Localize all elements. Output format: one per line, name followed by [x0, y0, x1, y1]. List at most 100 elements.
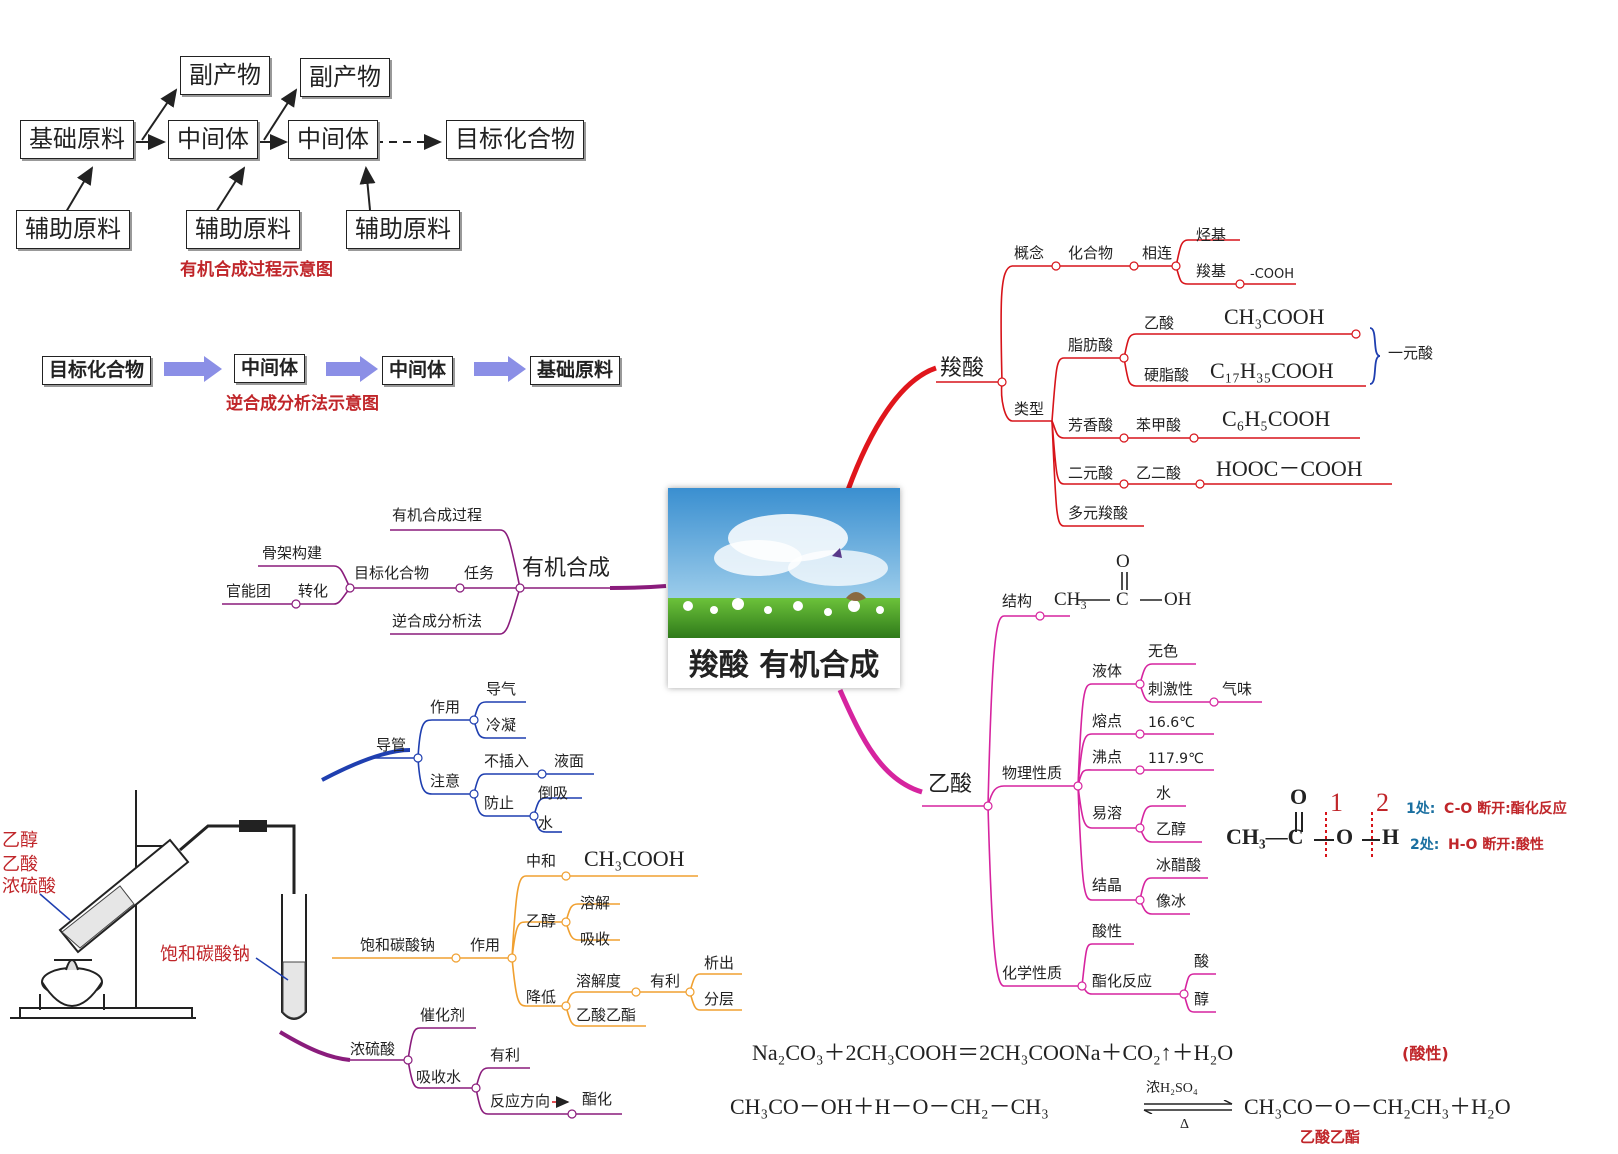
- node-water-2: 水: [538, 814, 554, 832]
- bond-mark-2: 2: [1376, 788, 1389, 817]
- center-topic-card: 羧酸 有机合成: [668, 488, 900, 688]
- label-acetic: 乙酸: [2, 854, 38, 875]
- node-polyacid: 多元羧酸: [1068, 504, 1129, 522]
- value-boiling-point: 117.9℃: [1148, 751, 1204, 767]
- node-functional-group: 官能团: [226, 582, 272, 600]
- struct-c: C: [1116, 589, 1129, 610]
- node-colorless: 无色: [1148, 642, 1179, 660]
- node-acetic-acid-type: 乙酸: [1144, 314, 1175, 332]
- node-tube: 导管: [376, 736, 407, 754]
- bond-h: H: [1382, 824, 1400, 849]
- retro-target: 目标化合物: [42, 356, 152, 385]
- box-intermediate-1: 中间体: [168, 120, 258, 159]
- process-arrows: [65, 88, 442, 213]
- node-favorable-2: 有利: [490, 1046, 521, 1064]
- sulfuric-nodes: [403, 1055, 577, 1119]
- node-attention: 注意: [430, 772, 461, 790]
- acetic-lines: [922, 615, 1262, 1013]
- branch-acetic: [837, 688, 923, 795]
- node-acidity: 酸性: [1092, 922, 1123, 940]
- box-base-material: 基础原料: [20, 120, 134, 159]
- node-sodium-carbonate: 饱和碳酸钠: [360, 936, 436, 954]
- label-sodium-carbonate: 饱和碳酸钠: [160, 944, 250, 965]
- node-synthesis-process: 有机合成过程: [392, 506, 483, 524]
- carboxylic-lines: [936, 239, 1392, 527]
- box-byproduct-1: 副产物: [180, 56, 270, 95]
- retro-arrows: [164, 356, 526, 382]
- node-chemical: 化学性质: [1002, 964, 1063, 982]
- node-melting-point: 熔点: [1092, 712, 1123, 730]
- equation-2-right: CH₃CO－O－CH₂CH₃＋H₂O: [1244, 1094, 1511, 1119]
- bond-mark-1: 1: [1330, 788, 1343, 817]
- center-title: 羧酸 有机合成: [688, 648, 880, 683]
- node-connected: 相连: [1142, 244, 1173, 262]
- formula-neutralize: CH₃COOH: [584, 846, 685, 871]
- node-pungent: 刺激性: [1148, 680, 1194, 698]
- node-absorb: 吸收: [580, 930, 611, 948]
- node-direction: 反应方向: [490, 1092, 551, 1110]
- node-liquid: 液体: [1092, 662, 1123, 680]
- equation-1-note: (酸性): [1402, 1044, 1449, 1063]
- node-physical: 物理性质: [1002, 764, 1063, 782]
- node-acid: 酸: [1194, 952, 1210, 970]
- sulfuric-lines: [350, 1027, 622, 1115]
- node-oxalic-acid: 乙二酸: [1136, 464, 1182, 482]
- node-compound: 化合物: [1068, 244, 1114, 262]
- node-esterification: 酯化反应: [1092, 972, 1153, 990]
- node-sc-ethanol: 乙醇: [526, 912, 557, 930]
- node-favorable: 有利: [650, 972, 681, 990]
- carboxylic-nodes: [997, 261, 1361, 489]
- monoacid-brace: [1369, 327, 1381, 385]
- node-ethanol: 乙醇: [1156, 820, 1187, 838]
- bond-o-top: O: [1290, 784, 1308, 809]
- node-organic-synthesis: 有机合成: [522, 556, 611, 581]
- node-types: 类型: [1014, 400, 1045, 418]
- bond-o-mid: O: [1336, 824, 1354, 849]
- node-catalyst: 催化剂: [420, 1006, 466, 1024]
- retro-caption: 逆合成分析法示意图: [226, 394, 379, 414]
- value-melting-point: 16.6℃: [1148, 715, 1195, 731]
- sc-pointer: [255, 957, 289, 981]
- label-sulfuric: 浓硫酸: [2, 876, 56, 897]
- node-sulfuric-acid: 浓硫酸: [350, 1040, 396, 1058]
- sodium-carbonate-nodes: [451, 871, 695, 1011]
- node-soluble: 易溶: [1092, 804, 1123, 822]
- node-carboxyl: 羧基: [1196, 262, 1227, 280]
- node-surface: 液面: [554, 752, 585, 770]
- node-reduce: 降低: [526, 988, 557, 1006]
- node-target-compound: 目标化合物: [354, 564, 430, 582]
- box-byproduct-2: 副产物: [300, 58, 390, 97]
- formula-oxalic: HOOC－COOH: [1216, 456, 1363, 481]
- box-aux-2: 辅助原料: [186, 210, 300, 249]
- equation-2-left: CH₃CO－OH＋H－O－CH₂－CH₃: [730, 1094, 1049, 1119]
- retro-base: 基础原料: [530, 356, 621, 385]
- node-water: 水: [1156, 784, 1172, 802]
- node-conversion: 转化: [298, 582, 329, 600]
- center-image: [668, 488, 900, 638]
- node-tube-role: 作用: [430, 698, 461, 716]
- node-benzoic-acid: 苯甲酸: [1136, 416, 1182, 434]
- node-layering: 分层: [704, 990, 735, 1008]
- node-precipitate: 析出: [704, 954, 735, 972]
- synthesis-nodes: [291, 583, 525, 609]
- struct-ch3: CH₃: [1054, 589, 1088, 610]
- node-guide-gas: 导气: [486, 680, 517, 698]
- box-aux-3: 辅助原料: [346, 210, 460, 249]
- branch-sulfuric: [278, 1030, 351, 1062]
- branch-tube: [321, 748, 411, 782]
- box-aux-1: 辅助原料: [16, 210, 130, 249]
- struct-oh: OH: [1164, 589, 1192, 610]
- acetic-nodes: [983, 611, 1219, 999]
- node-suck-back: 倒吸: [538, 784, 569, 802]
- node-solubility: 溶解度: [576, 972, 622, 990]
- node-diacid: 二元酸: [1068, 464, 1114, 482]
- node-carboxylic-acid: 羧酸: [940, 356, 985, 381]
- node-boiling-point: 沸点: [1092, 748, 1123, 766]
- node-acetic-acid: 乙酸: [928, 772, 973, 797]
- site2-label: 2处:: [1410, 837, 1440, 853]
- node-concept: 概念: [1014, 244, 1045, 262]
- node-skeleton: 骨架构建: [262, 544, 323, 562]
- retro-intermediate-1: 中间体: [234, 354, 306, 383]
- equation-2-product: 乙酸乙酯: [1300, 1128, 1361, 1146]
